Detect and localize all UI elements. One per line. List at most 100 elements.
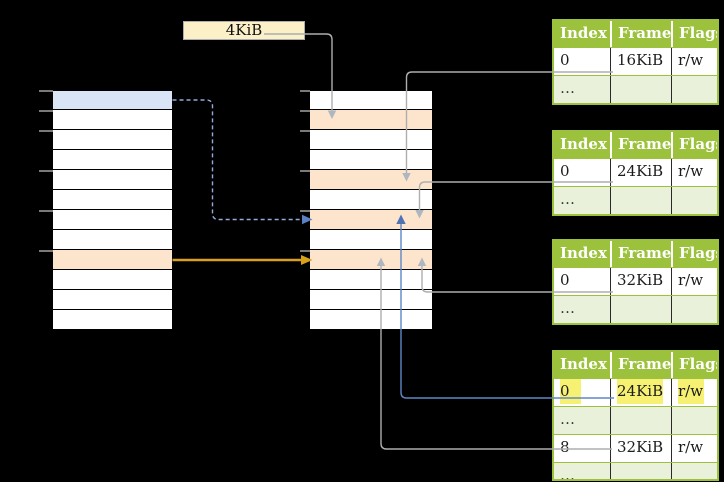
column-header-index: Index xyxy=(560,355,607,373)
cell-index: 0 xyxy=(554,379,610,406)
table-row-entry0: 0 16KiB r/w xyxy=(554,47,717,75)
table-header-row: Index Frame Flags xyxy=(554,132,717,158)
cell-ellipsis: … xyxy=(560,190,576,208)
memory-row xyxy=(53,310,172,330)
memory-row xyxy=(53,130,172,150)
virtual-page-translation-dashed-arrow xyxy=(172,99,313,225)
cell-empty xyxy=(671,463,717,479)
address-tick xyxy=(39,90,53,92)
address-tick xyxy=(300,90,310,92)
address-tick xyxy=(39,110,53,112)
page-table-4: Index Frame Flags 0 24KiB r/w … 8 32KiB … xyxy=(552,350,719,481)
memory-row xyxy=(53,290,172,310)
table-header-row: Index Frame Flags xyxy=(554,352,717,378)
memory-row xyxy=(53,150,172,170)
page-table-2: Index Frame Flags 0 24KiB r/w … xyxy=(552,130,719,216)
virtual-memory-column xyxy=(53,90,172,330)
cell-empty xyxy=(610,187,671,214)
cell-index: 0 xyxy=(560,271,570,289)
table-row-entry0: 0 24KiB r/w xyxy=(554,158,717,186)
memory-row xyxy=(53,90,172,110)
column-header-flags: Flags xyxy=(671,21,717,47)
memory-row xyxy=(310,290,432,310)
column-header-frame: Frame xyxy=(610,352,671,378)
table-row-ellipsis: … xyxy=(554,462,717,481)
cell-flags: r/w xyxy=(671,379,717,406)
table-row-ellipsis: … xyxy=(554,75,717,103)
cell-frame: 16KiB xyxy=(610,48,671,75)
column-header-index: Index xyxy=(560,244,607,262)
memory-row xyxy=(53,170,172,190)
page-table-3: Index Frame Flags 0 32KiB r/w … xyxy=(552,239,719,325)
memory-row xyxy=(310,130,432,150)
address-tick xyxy=(300,170,310,172)
cell-flags: r/w xyxy=(671,435,717,462)
memory-row xyxy=(310,110,432,130)
address-tick xyxy=(300,130,310,132)
virtual-to-physical-mapping-arrow xyxy=(172,255,313,265)
address-tick xyxy=(300,110,310,112)
table-row-entry8: 8 32KiB r/w xyxy=(554,434,717,462)
cell-ellipsis: … xyxy=(560,299,576,317)
frame-size-box: 4KiB xyxy=(183,21,305,40)
physical-memory-column xyxy=(310,90,432,330)
column-header-index: Index xyxy=(560,135,607,153)
cell-index: 0 xyxy=(560,51,570,69)
cell-index: 8 xyxy=(560,438,570,456)
frame-size-label: 4KiB xyxy=(225,21,263,39)
cell-flags: r/w xyxy=(671,159,717,186)
address-tick xyxy=(39,170,53,172)
column-header-flags: Flags xyxy=(671,241,717,267)
address-tick xyxy=(39,130,53,132)
address-tick xyxy=(300,250,310,252)
memory-row xyxy=(53,250,172,270)
table-row-ellipsis: … xyxy=(554,295,717,323)
column-header-index: Index xyxy=(560,24,607,42)
column-header-frame: Frame xyxy=(610,241,671,267)
cell-ellipsis: … xyxy=(560,410,576,428)
highlighted-value: 24KiB xyxy=(617,379,664,404)
memory-row xyxy=(53,110,172,130)
column-header-frame: Frame xyxy=(610,132,671,158)
cell-empty xyxy=(671,76,717,103)
memory-row xyxy=(310,270,432,290)
table-header-row: Index Frame Flags xyxy=(554,21,717,47)
address-tick xyxy=(39,210,53,212)
column-header-flags: Flags xyxy=(671,132,717,158)
highlighted-value: r/w xyxy=(678,379,704,404)
column-header-flags: Flags xyxy=(671,352,717,378)
cell-frame: 24KiB xyxy=(610,159,671,186)
memory-row xyxy=(310,90,432,110)
memory-row xyxy=(310,230,432,250)
cell-empty xyxy=(671,407,717,434)
cell-frame: 32KiB xyxy=(610,268,671,295)
table-header-row: Index Frame Flags xyxy=(554,241,717,267)
memory-row xyxy=(53,230,172,250)
cell-empty xyxy=(671,187,717,214)
cell-empty xyxy=(610,407,671,434)
table-row-ellipsis: … xyxy=(554,406,717,434)
cell-ellipsis: … xyxy=(560,466,576,481)
cell-empty xyxy=(671,296,717,323)
cell-index: 0 xyxy=(560,162,570,180)
memory-row xyxy=(53,270,172,290)
memory-row xyxy=(53,210,172,230)
cell-flags: r/w xyxy=(671,268,717,295)
column-header-frame: Frame xyxy=(610,21,671,47)
table-row-ellipsis: … xyxy=(554,186,717,214)
memory-row xyxy=(310,250,432,270)
cell-empty xyxy=(610,76,671,103)
cell-frame: 32KiB xyxy=(610,435,671,462)
cell-frame: 24KiB xyxy=(610,379,671,406)
address-tick xyxy=(39,250,53,252)
memory-row xyxy=(310,310,432,330)
highlighted-value: 0 xyxy=(560,379,581,404)
cell-flags: r/w xyxy=(671,48,717,75)
cell-empty xyxy=(610,296,671,323)
address-tick xyxy=(300,210,310,212)
cell-ellipsis: … xyxy=(560,79,576,97)
memory-row xyxy=(310,190,432,210)
page-table-1: Index Frame Flags 0 16KiB r/w … xyxy=(552,19,719,105)
memory-row xyxy=(310,210,432,230)
